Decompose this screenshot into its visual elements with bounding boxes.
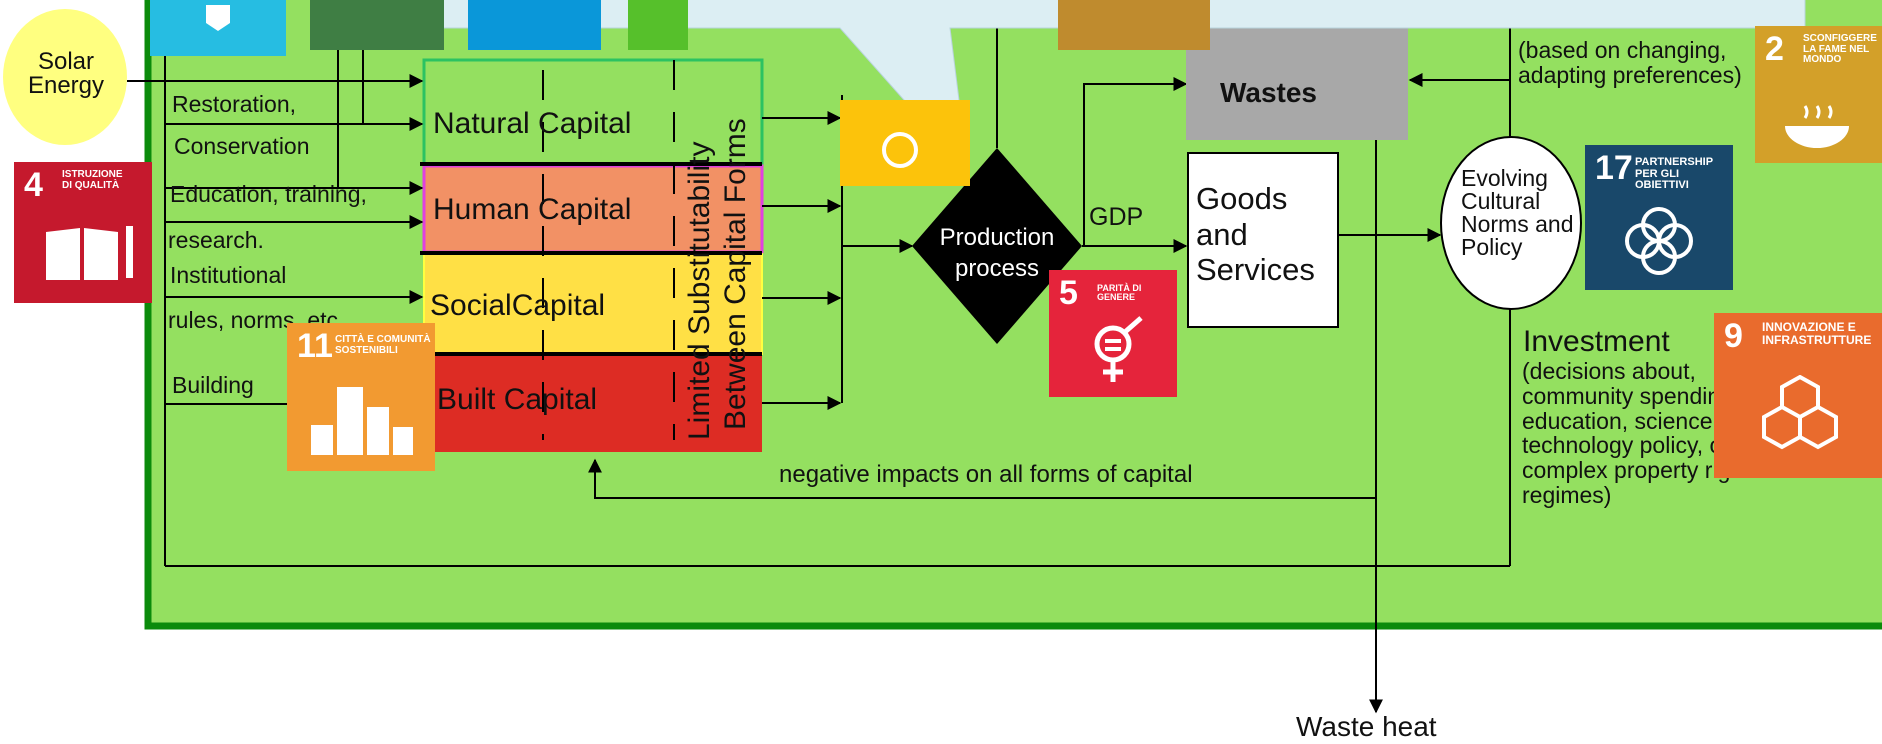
sun-icon bbox=[882, 132, 918, 168]
bowl-icon bbox=[1785, 105, 1849, 148]
wastes-label: Wastes bbox=[1220, 77, 1318, 108]
substitutability-line1: Limited Substitutability bbox=[683, 141, 716, 440]
solar-energy-circle bbox=[3, 9, 127, 145]
built-capital-label: Built Capital bbox=[437, 383, 598, 416]
negative-impacts-label: negative impacts on all forms of capital bbox=[779, 461, 1193, 488]
investment-title: Investment bbox=[1523, 325, 1670, 358]
rocket-icon bbox=[206, 5, 230, 31]
production-diamond bbox=[912, 148, 1082, 344]
building-label: Building bbox=[172, 372, 254, 398]
sdg-badge-11: 11 Città e comunità sostenibili bbox=[287, 323, 435, 471]
negative-impacts-arrow bbox=[588, 458, 1376, 499]
sdg-9-number: 9 bbox=[1724, 317, 1743, 355]
sdg-2-number: 2 bbox=[1765, 30, 1784, 68]
restoration-label: Restoration, bbox=[172, 91, 297, 117]
goods-box bbox=[1187, 152, 1339, 328]
human-capital-label: Human Capital bbox=[433, 193, 632, 226]
sdg-11-title: Città e comunità sostenibili bbox=[335, 334, 431, 356]
sdg-4-title: Istruzione di qualità bbox=[62, 169, 123, 191]
investment-description: (decisions about, community spending, ed… bbox=[1522, 358, 1762, 509]
solar-energy-label: Solar Energy bbox=[27, 48, 105, 99]
evolving-ellipse bbox=[1440, 136, 1582, 310]
sdg-badge-17: 17 Partnership per gli obiettivi bbox=[1585, 145, 1733, 290]
partnership-rings-icon bbox=[1625, 207, 1693, 275]
sdg-badge-top-4 bbox=[628, 0, 688, 50]
substitutability-line2: Between Capital Forms bbox=[719, 118, 752, 430]
sdg-badge-top-2 bbox=[310, 0, 444, 50]
built-capital-block bbox=[424, 354, 762, 452]
sdg-badge-top-5 bbox=[1058, 0, 1210, 50]
goods-label: Goods and Services bbox=[1196, 181, 1315, 288]
sdg-17-title: Partnership per gli obiettivi bbox=[1635, 156, 1713, 192]
sdg-2-title: Sconfiggere la fame nel mondo bbox=[1803, 33, 1877, 65]
book-icon bbox=[46, 226, 133, 280]
institutional-label: Institutional bbox=[170, 262, 287, 288]
natural-capital-label: Natural Capital bbox=[433, 107, 632, 140]
wastes-box bbox=[1186, 28, 1408, 140]
education-label: Education, training, bbox=[170, 181, 367, 207]
waste-heat-label: Waste heat bbox=[1296, 711, 1437, 742]
sdg-badge-5: 5 Parità di genere bbox=[1049, 270, 1177, 397]
gdp-label: GDP bbox=[1089, 203, 1144, 231]
consumption-description: (based on changing, adapting preferences… bbox=[1518, 37, 1742, 89]
research-label: research. bbox=[168, 227, 264, 253]
infrastructure-cubes-icon bbox=[1762, 375, 1838, 450]
social-capital-block bbox=[423, 253, 763, 355]
conservation-label: Conservation bbox=[174, 133, 310, 159]
sdg-9-title: Innovazione e infrastrutture bbox=[1762, 320, 1872, 347]
sdg-badge-4: 4 Istruzione di qualità bbox=[14, 162, 152, 303]
sdg-17-number: 17 bbox=[1595, 149, 1633, 187]
wastes-arrow bbox=[1083, 77, 1188, 246]
sdg-badge-top-7 bbox=[840, 100, 970, 186]
gender-equality-icon bbox=[1094, 316, 1143, 382]
sdg-4-number: 4 bbox=[24, 166, 43, 204]
sdg-badge-2: 2 Sconfiggere la fame nel mondo bbox=[1755, 26, 1882, 163]
production-label: Production process bbox=[939, 224, 1055, 283]
sdg-badge-top-3 bbox=[468, 0, 601, 50]
sdg-5-number: 5 bbox=[1059, 274, 1078, 312]
social-capital-label: SocialCapital bbox=[430, 289, 606, 322]
sdg-badge-9: 9 Innovazione e infrastrutture bbox=[1714, 313, 1882, 478]
sdg-11-number: 11 bbox=[297, 327, 333, 365]
evolving-label: Evolving Cultural Norms and Policy bbox=[1461, 165, 1574, 260]
city-buildings-icon bbox=[311, 387, 413, 455]
natural-capital-block bbox=[422, 58, 764, 166]
sdg-5-title: Parità di genere bbox=[1097, 283, 1142, 303]
